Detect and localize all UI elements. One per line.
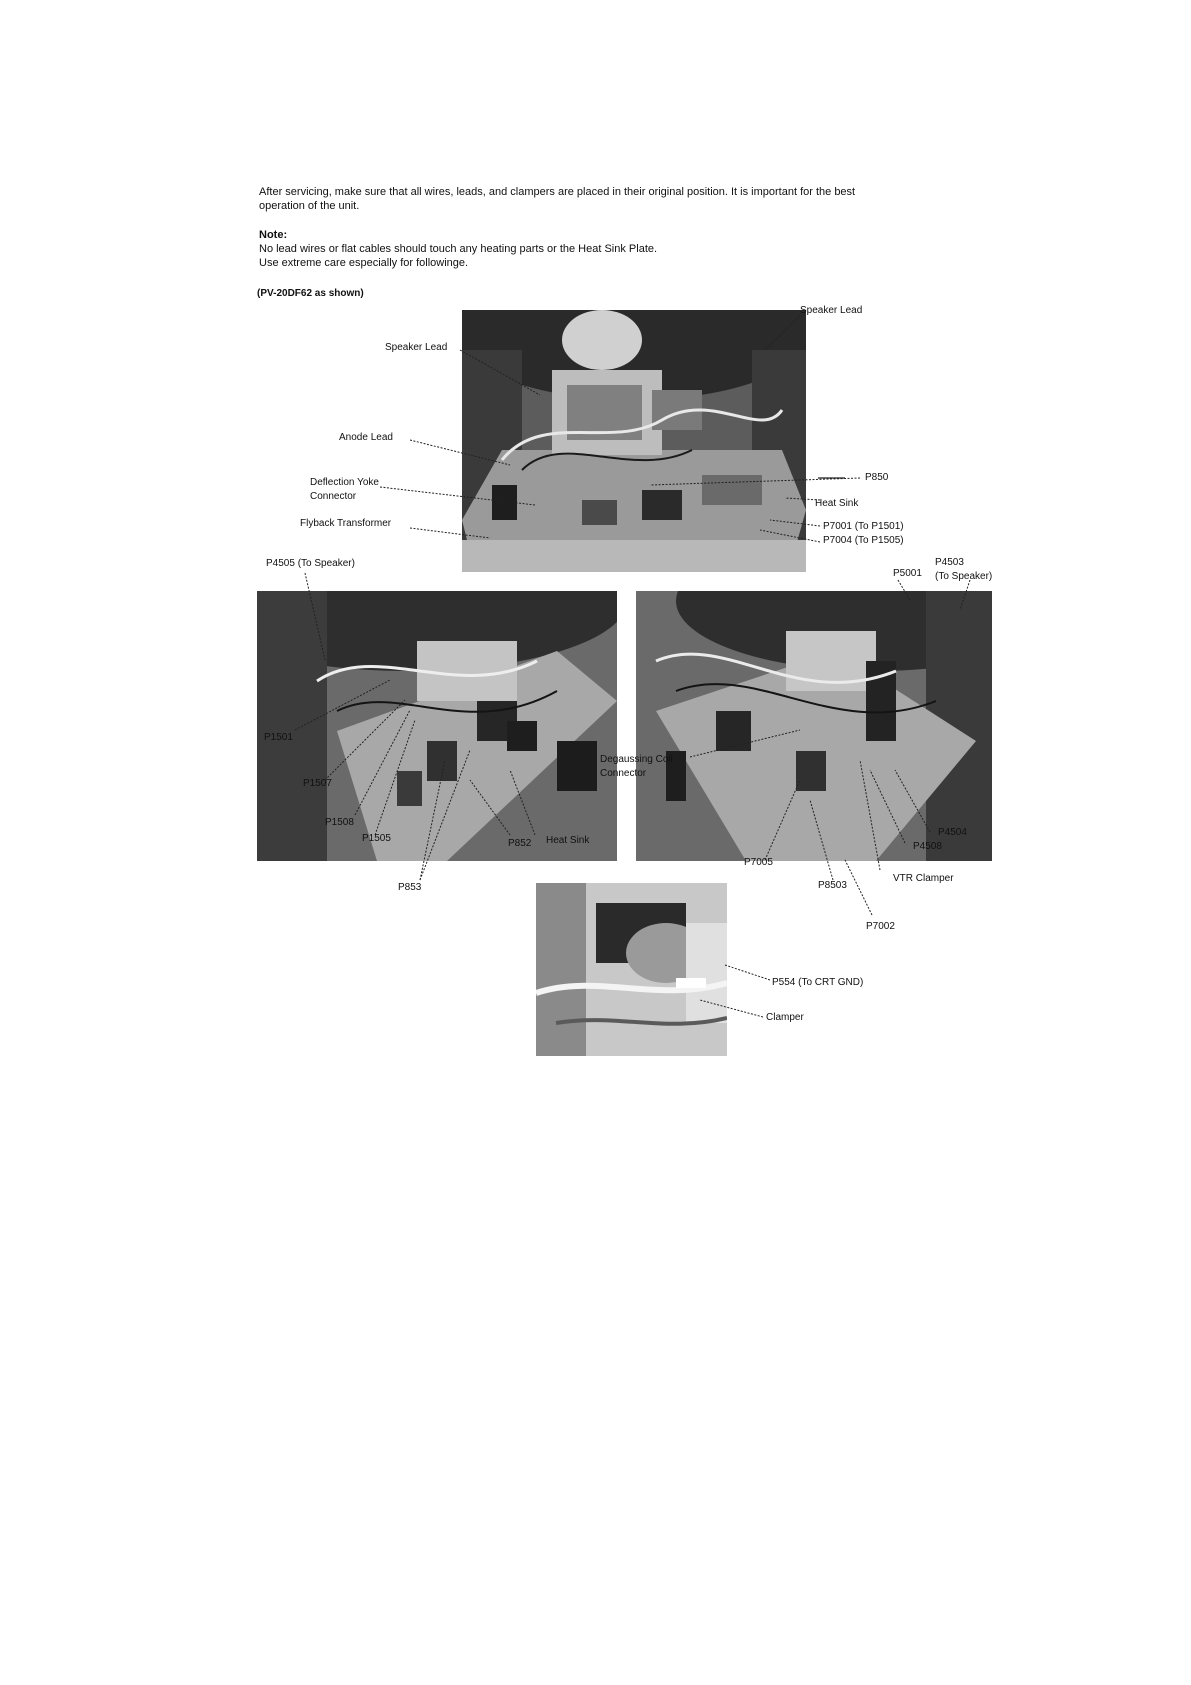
- label-p7004: P7004 (To P1505): [823, 535, 904, 546]
- note-heading: Note:: [259, 229, 288, 241]
- intro-line-1: After servicing, make sure that all wire…: [259, 186, 856, 198]
- label-p1507: P1507: [303, 778, 332, 789]
- label-p554: P554 (To CRT GND): [772, 977, 864, 988]
- label-p8503: P8503: [818, 880, 847, 891]
- label-p1505: P1505: [362, 833, 391, 844]
- label-p4503-to-speaker: (To Speaker): [935, 571, 993, 582]
- label-anode-lead: Anode Lead: [339, 432, 393, 443]
- label-p4505: P4505 (To Speaker): [266, 558, 355, 569]
- note-line-2: Use extreme care especially for followin…: [259, 257, 469, 269]
- intro-paragraph: After servicing, make sure that all wire…: [259, 185, 855, 213]
- label-flyback-transformer: Flyback Transformer: [300, 518, 392, 529]
- label-p4508: P4508: [913, 841, 942, 852]
- label-heat-sink-bottom: Heat Sink: [546, 835, 590, 846]
- intro-line-2: operation of the unit.: [259, 200, 360, 212]
- left-chassis-image: [257, 591, 617, 861]
- note-block: Note: No lead wires or flat cables shoul…: [259, 228, 657, 270]
- right-chassis-photo: [636, 591, 992, 861]
- top-chassis-photo: [462, 310, 806, 572]
- label-heat-sink-top: Heat Sink: [815, 498, 859, 509]
- label-p1501: P1501: [264, 732, 293, 743]
- label-clamper: Clamper: [766, 1012, 804, 1023]
- label-p5001: P5001: [893, 568, 922, 579]
- label-p852: P852: [508, 838, 532, 849]
- label-deflection-yoke: Deflection Yoke: [310, 477, 379, 488]
- label-speaker-lead-left: Speaker Lead: [385, 342, 448, 353]
- label-p7002: P7002: [866, 921, 895, 932]
- label-vtr-clamper: VTR Clamper: [893, 873, 954, 884]
- label-p850: P850: [865, 472, 889, 483]
- top-chassis-image: [462, 310, 806, 572]
- label-degaussing-connector: Connector: [600, 768, 647, 779]
- clamper-closeup-image: [536, 883, 727, 1056]
- label-p7001: P7001 (To P1501): [823, 521, 904, 532]
- left-chassis-photo: [257, 591, 617, 861]
- right-chassis-image: [636, 591, 992, 861]
- label-speaker-lead-right: Speaker Lead: [800, 305, 863, 316]
- label-degaussing-coil: Degaussing Coil: [600, 754, 673, 765]
- note-line-1: No lead wires or flat cables should touc…: [259, 243, 658, 255]
- label-p4504: P4504: [938, 827, 967, 838]
- label-p1508: P1508: [325, 817, 354, 828]
- label-p853: P853: [398, 882, 422, 893]
- label-p4503: P4503: [935, 557, 964, 568]
- label-p7005: P7005: [744, 857, 773, 868]
- label-deflection-yoke-connector: Connector: [310, 491, 357, 502]
- clamper-closeup-photo: [536, 883, 727, 1056]
- model-caption: (PV-20DF62 as shown): [257, 288, 364, 299]
